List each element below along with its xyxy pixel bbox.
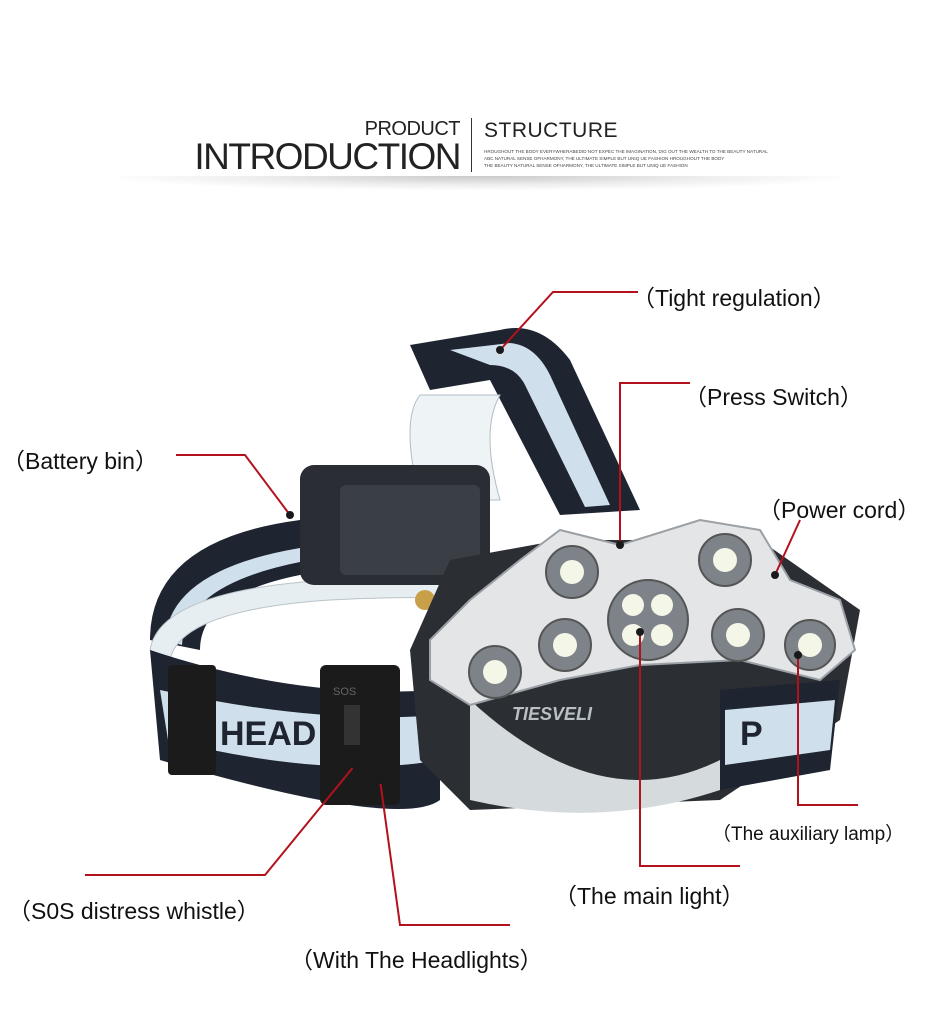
header-structure: STRUCTURE <box>484 119 618 142</box>
callout-auxiliary-lamp: （The auxiliary lamp） <box>712 824 905 845</box>
header-tagline-3: THE BEAUTY NATURAL SENSE OFHARMONY, THE … <box>484 163 688 168</box>
leader-power-cord <box>774 519 801 576</box>
callout-tight-regulation: （Tight regulation） <box>632 285 836 311</box>
strap-print: HEAD <box>220 715 316 753</box>
callout-press-switch: （Press Switch） <box>684 384 863 410</box>
brand-watermark: TIESVELI <box>512 704 593 724</box>
led-array <box>468 533 836 699</box>
leader-tight-regulation <box>499 291 638 351</box>
leader-lines <box>85 291 858 926</box>
leader-sos-whistle <box>85 764 356 876</box>
header-product: PRODUCT <box>364 118 461 140</box>
callout-battery-bin: （Battery bin） <box>2 448 158 474</box>
leader-auxiliary-lamp <box>797 655 858 806</box>
strap-buckle <box>168 665 216 775</box>
callout-main-light: （The main light） <box>554 883 745 909</box>
callout-with-headlights: （With The Headlights） <box>290 947 543 973</box>
leader-headlights <box>379 779 510 926</box>
callout-sos-whistle: （S0S distress whistle） <box>8 898 260 924</box>
header-shadow <box>120 176 840 190</box>
header-tagline-2: ABC NATURAL SENSE OFHARMONY, THE ULTIMAT… <box>484 156 725 161</box>
callout-power-cord: （Power cord） <box>758 497 921 523</box>
right-strap: P <box>720 680 840 790</box>
header-introduction: INTRODUCTION <box>194 136 461 177</box>
strap-print-right: P <box>740 715 763 753</box>
header-tagline-1: HROUGHOUT THE BODY EVERYWHERABEDID NOT E… <box>484 149 768 154</box>
leader-press-switch <box>619 382 690 545</box>
whistle-mark: SOS <box>333 686 356 698</box>
leader-main-light <box>639 632 740 867</box>
leader-battery-bin <box>176 454 291 516</box>
header-divider <box>471 118 472 172</box>
